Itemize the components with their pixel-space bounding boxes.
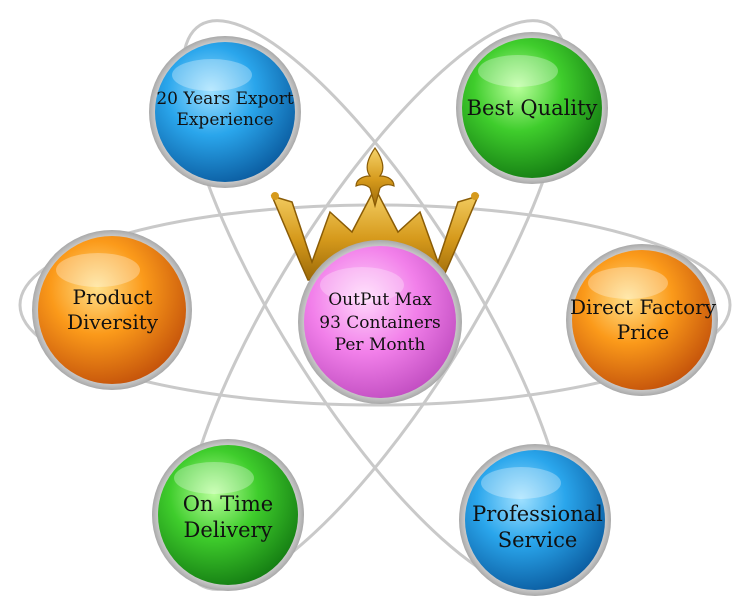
center-node — [298, 240, 462, 404]
node-professional-service — [459, 444, 611, 596]
node-product-diversity — [32, 230, 192, 390]
node-best-quality — [456, 32, 608, 184]
node-on-time-delivery — [152, 439, 304, 591]
node-direct-factory-price — [566, 244, 718, 396]
node-export-experience — [149, 36, 301, 188]
